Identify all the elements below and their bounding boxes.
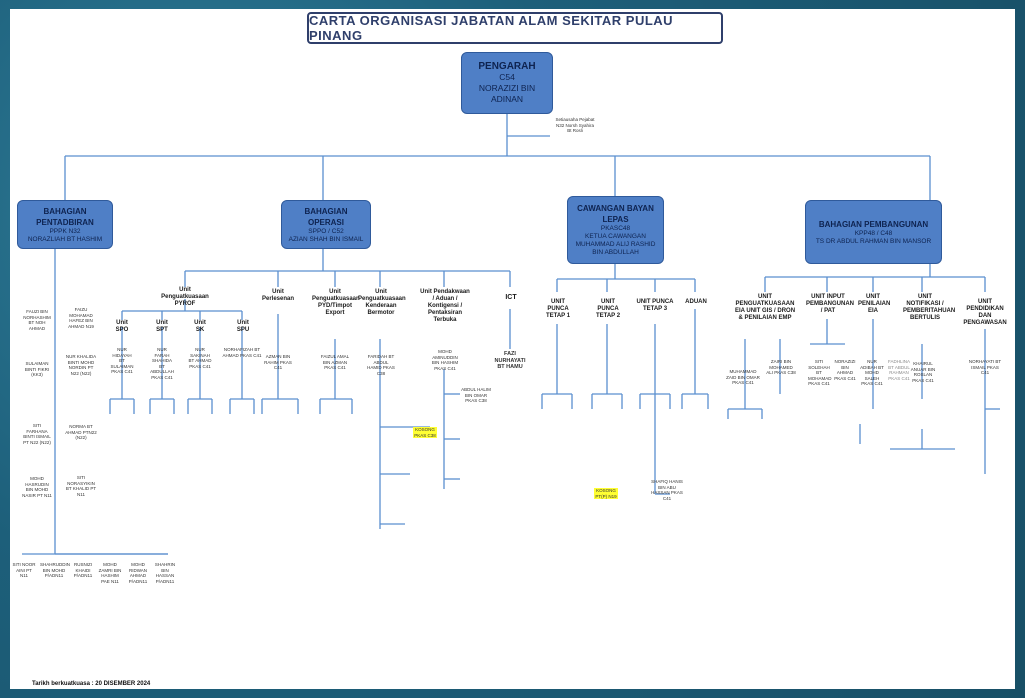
division-title: CAWANGAN BAYAN LEPAS	[577, 204, 654, 224]
bayan-lepas-staff: SHAFIQ HANIS BIN ABU HASSAN PKAS C41	[651, 479, 683, 501]
admin-staff: SITI NORASYIKIN BT KHALID PT N11	[65, 475, 97, 497]
admin-staff: SHAHRUDDIN BIN MOHD P/ADN11	[40, 562, 71, 578]
effective-date: Tarikh berkuatkuasa : 20 DISEMBER 2024	[32, 681, 151, 687]
unit-pyd: Unit Penguatkuasaan PYD/Timpot Export	[312, 289, 360, 316]
division-title: BAHAGIAN OPERASI	[304, 206, 348, 227]
admin-staff: MOHD RIDWAN AHMAD P/ADN11	[128, 562, 148, 584]
unit-spt: Unit SPT	[156, 320, 168, 333]
director-name: NORAZIZI BIN ADINAN	[478, 83, 536, 104]
admin-staff: MOHD HASRUDIN BIN MOHD NASIR PT N11	[22, 476, 52, 498]
division-grade: PPPK N32	[49, 227, 81, 235]
admin-staff: NUR KHALIDA BINTI MOHD NORDIN PT N22 (N2…	[65, 354, 97, 376]
division-grade: SPPO / C52	[308, 227, 344, 235]
unit-pendakwaan: Unit Pendakwaan / Aduan / Kontigensi / P…	[420, 289, 470, 323]
division-head: NORAZLIAH BT HASHIM	[27, 235, 103, 243]
admin-staff: SITI NOOR AINI PT N11	[12, 562, 36, 578]
unit-sk: Unit SK	[194, 320, 206, 333]
input-staff: NORAZIZI BIN AHMAD PKAS C41	[834, 359, 856, 381]
gis-staff: ZAIRI BIN MOHAMED ALI PKAS C38	[766, 359, 796, 375]
director-grade: C54	[499, 72, 515, 82]
pyrof-staff: NUR SAKINAH BT AHMAD PKAS C41	[188, 347, 212, 369]
admin-staff: RUSNIZI KHAIDI P/ADN11	[73, 562, 93, 578]
division-bayan-lepas: CAWANGAN BAYAN LEPAS PKASC48 KETUA CAWAN…	[567, 196, 664, 264]
director-role: PENGARAH	[478, 61, 536, 72]
unit-punca-tetap-2: UNIT PUNCA TETAP 2	[595, 299, 621, 319]
admin-staff: FAUZI BIN NORHASHIM BT NOH AHMAD	[23, 309, 51, 331]
division-operasi: BAHAGIAN OPERASI SPPO / C52 AZIAN SHAH B…	[281, 200, 371, 249]
chart-title: CARTA ORGANISASI JABATAN ALAM SEKITAR PU…	[307, 12, 723, 44]
admin-staff: SITI FARHANA BINTI ISMAIL PT N22 (N22)	[23, 423, 51, 445]
division-grade: KPP48 / C48	[854, 229, 893, 237]
unit-punca-tetap-3: UNIT PUNCA TETAP 3	[636, 299, 674, 312]
unit-spo: Unit SPO	[115, 320, 129, 333]
unit-ict: ICT	[505, 294, 517, 301]
connector-lines	[22, 114, 1000, 555]
unit-input: UNIT INPUT PEMBANGUNAN / PAT	[806, 294, 854, 314]
division-pembangunan: BAHAGIAN PEMBANGUNAN KPP48 / C48 TS DR A…	[805, 200, 942, 264]
unit-kenderaan: Unit Penguatkuasaan Kenderaan Bermotor	[358, 289, 406, 316]
unit-pendidikan: UNIT PENDIDIKAN DAN PENGAWASAN	[963, 299, 1007, 326]
input-staff: SITI SOLEHAH BT MOHAMAD PKAS C41	[808, 359, 832, 386]
unit-punca-tetap-1: UNIT PUNCA TETAP 1	[545, 299, 571, 319]
division-pentadbiran: BAHAGIAN PENTADBIRAN PPPK N32 NORAZLIAH …	[17, 200, 113, 249]
division-head: TS DR ABDUL RAHMAN BIN MANSOR	[815, 237, 932, 245]
admin-staff: SHAHRIN BIN HASSAN P/ADN11	[154, 562, 176, 584]
admin-staff: SULAIMAN BINTI FIKRI (KK3)	[24, 361, 50, 377]
unit-spu: Unit SPU	[236, 320, 250, 333]
division-head: KETUA CAWANGAN MUHAMMAD ALIJ RASHID BIN …	[575, 233, 656, 256]
vacant-post-highlight: KOSONG PT(P) N19	[594, 488, 618, 499]
division-title: BAHAGIAN PEMBANGUNAN	[818, 219, 929, 229]
admin-staff: FAIZU MOHAMAD HAFEZ BIN AHMAD N19	[68, 307, 94, 329]
unit-aduan: ADUAN	[685, 299, 707, 305]
unit-perlesenan: Unit Perlesenan	[261, 289, 295, 302]
pendakwaan-sub-staff: ABDUL HALIM BIN OMAR PKAS C38	[461, 387, 491, 403]
gis-staff: MUHAMMAD ZAID BIN OMAR PKAS C41	[726, 369, 760, 385]
division-title: BAHAGIAN PENTADBIRAN	[36, 206, 94, 227]
admin-staff: NORMA BT AHMAD PTN22 (N22)	[65, 424, 97, 440]
secretary-label: Setiausaha Pejabat N32 Norsh Syahira Bt …	[555, 117, 595, 133]
vacant-post-highlight: KOSONG PKAS C38	[413, 427, 437, 438]
pendakwaan-staff: MOHD AMINUDDIN BIN HASHIM PKAS C41	[431, 349, 459, 371]
pyrof-staff: NUR HIDAYAH BT SULAIMAN PKAS C41	[110, 347, 134, 374]
director-box: PENGARAH C54 NORAZIZI BIN ADINAN	[461, 52, 553, 114]
division-grade: PKASC48	[600, 225, 631, 232]
pendidikan-staff: NORHAYATI BT ISMAIL PKAS C41	[968, 359, 1002, 375]
unit-notifikasi: UNIT NOTIFIKASI / PEMBERITAHUAN BERTULIS	[903, 294, 956, 321]
pyrof-staff: NORHAFIZAH BT AHMAD PKAS C41	[222, 347, 262, 358]
ict-staff: FAZI NURHAYATI BT HAMU	[494, 351, 526, 370]
pyrof-staff: NUR FARAH SHAHIDA BT ABDULLAH PKAS C41	[150, 347, 174, 380]
division-head: AZIAN SHAH BIN ISMAIL	[288, 235, 364, 243]
org-chart-sheet: CARTA ORGANISASI JABATAN ALAM SEKITAR PU…	[10, 9, 1015, 689]
unit-gis: UNIT PENGUATKUASAAN EIA UNIT GIS / DRON …	[734, 294, 796, 321]
penilaian-staff: FADHLINA BT ABDUL RAHMAN PKAS C41	[887, 359, 910, 381]
admin-staff: MOHD ZAMRI BIN HASHIM PAE N11	[98, 562, 122, 584]
unit-penilaian: UNIT PENILAIAN EIA	[858, 294, 891, 314]
kenderaan-staff: FARIDAH BT ABDUL HAMID PKAS C38	[367, 354, 395, 376]
unit-pyrof: Unit Penguatkuasaan PYROF	[161, 287, 209, 307]
penilaian-staff: NUR ADIBAH BT MOHD SALEH PKAS C41	[860, 359, 884, 386]
perlesenan-staff: AZMAN BIN RAHIM PKAS C41	[264, 354, 292, 370]
notifikasi-staff: KHAIRUL ANUAR BIN ROSLAN PKAS C41	[910, 361, 936, 383]
pyd-staff: FAIZUL AMAL BIN AZMAN PKAS C41	[320, 354, 350, 370]
